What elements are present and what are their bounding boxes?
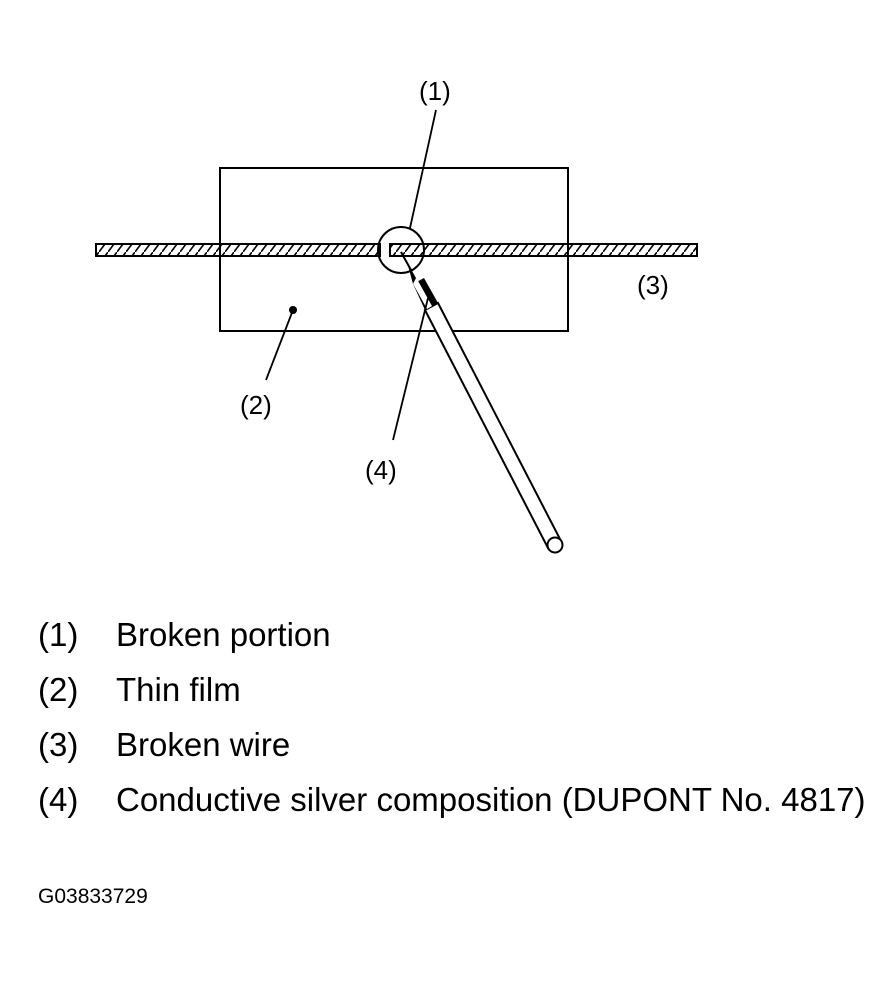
legend-number: (2) xyxy=(38,671,79,708)
legend-number: (1) xyxy=(38,616,79,653)
leader-line-2 xyxy=(265,309,294,381)
legend-text: Thin film xyxy=(116,671,241,708)
broken-wire xyxy=(95,243,698,257)
legend-text: Conductive silver composition (DUPONT No… xyxy=(116,781,866,818)
legend-item: (4) Conductive silver composition (DUPON… xyxy=(38,775,868,825)
legend-item: (3) Broken wire xyxy=(38,720,868,770)
broken-portion-circle xyxy=(377,226,425,274)
legend-text: Broken wire xyxy=(116,726,291,763)
leader-line-4 xyxy=(392,297,429,441)
applicator-pen xyxy=(400,251,564,554)
callout-1: (1) xyxy=(419,76,451,106)
legend-item: (2) Thin film xyxy=(38,665,868,715)
callout-4: (4) xyxy=(365,455,397,485)
legend-number: (4) xyxy=(38,781,79,818)
callout-3: (3) xyxy=(637,270,669,300)
legend-text: Broken portion xyxy=(116,616,331,653)
legend-item: (1) Broken portion xyxy=(38,610,868,660)
repair-diagram: (1) (2) (3) (4) xyxy=(95,76,698,554)
figure-id: G03833729 xyxy=(38,885,148,908)
leader-line-1 xyxy=(409,109,437,229)
legend-number: (3) xyxy=(38,726,79,763)
legend-list: (1) Broken portion (2) Thin film (3) Bro… xyxy=(38,610,868,830)
callout-2: (2) xyxy=(240,390,272,420)
